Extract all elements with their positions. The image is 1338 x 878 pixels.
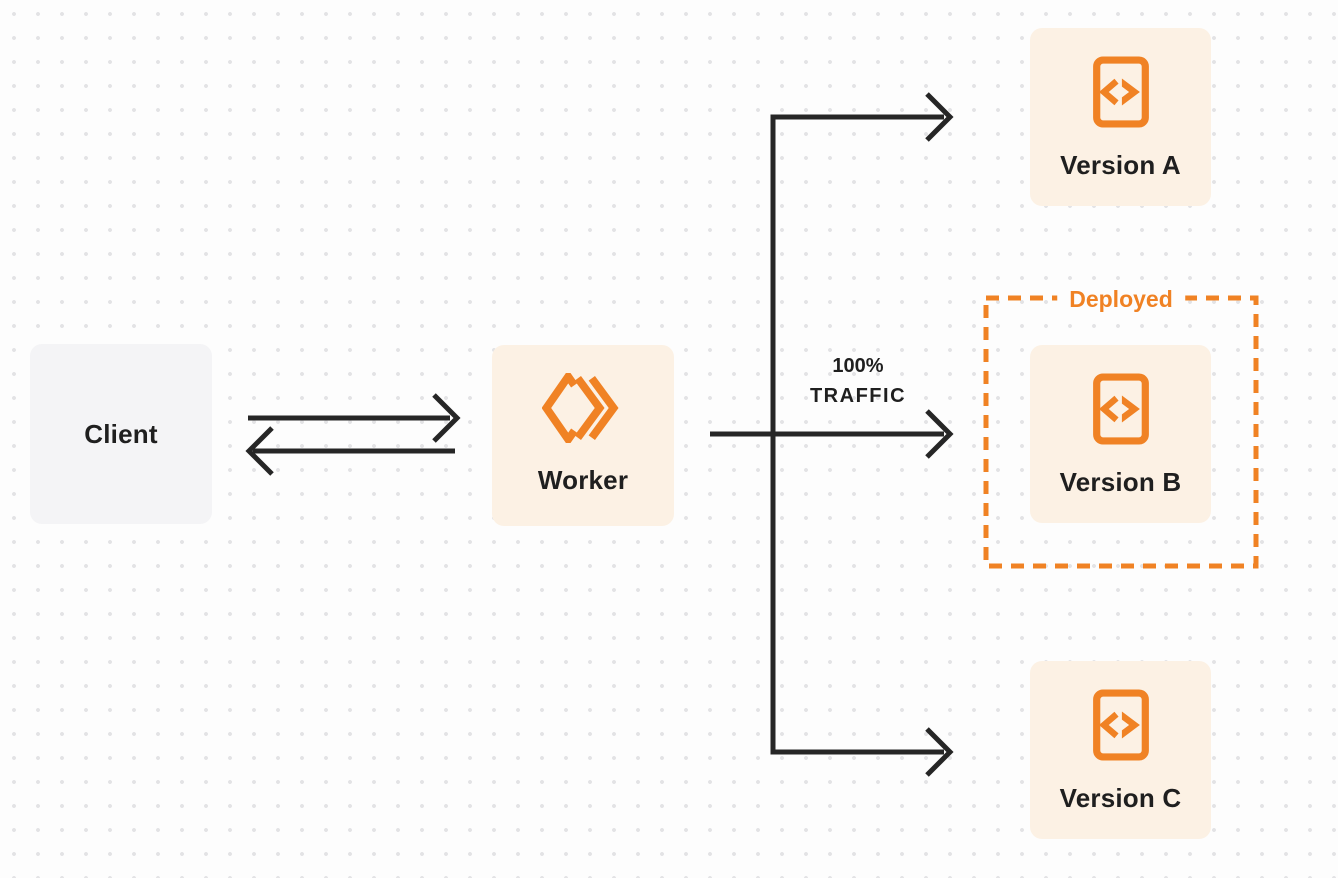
node-worker-label: Worker [537,465,629,495]
node-version-c-label: Version C [1059,783,1182,813]
node-client-label: Client [84,418,158,449]
code-file-icon [1092,56,1149,128]
node-version-a-label: Version A [1060,150,1181,180]
arrow-worker-to-client-head-icon [245,426,274,476]
traffic-percent-text: 100% [832,355,884,377]
arrow-to-version-a-head-icon [925,92,954,142]
code-file-icon [1092,373,1149,445]
node-worker: Worker [492,345,674,526]
node-version-b-label: Version B [1059,467,1182,497]
node-client: Client [30,344,212,524]
code-file-icon [1092,689,1149,761]
node-version-a: Version A [1030,28,1211,206]
arrow-to-version-b-head-icon [925,409,954,459]
node-version-c: Version C [1030,661,1211,839]
deployed-label: Deployed [1057,284,1185,314]
node-version-b: Version B [1030,345,1211,523]
arrow-to-version-c-head-icon [925,727,954,777]
traffic-word-text: TRAFFIC [809,385,907,407]
arrow-client-to-worker-head-icon [432,393,461,443]
workers-logo-icon [541,373,619,443]
traffic-label: 100% TRAFFIC [773,351,943,411]
